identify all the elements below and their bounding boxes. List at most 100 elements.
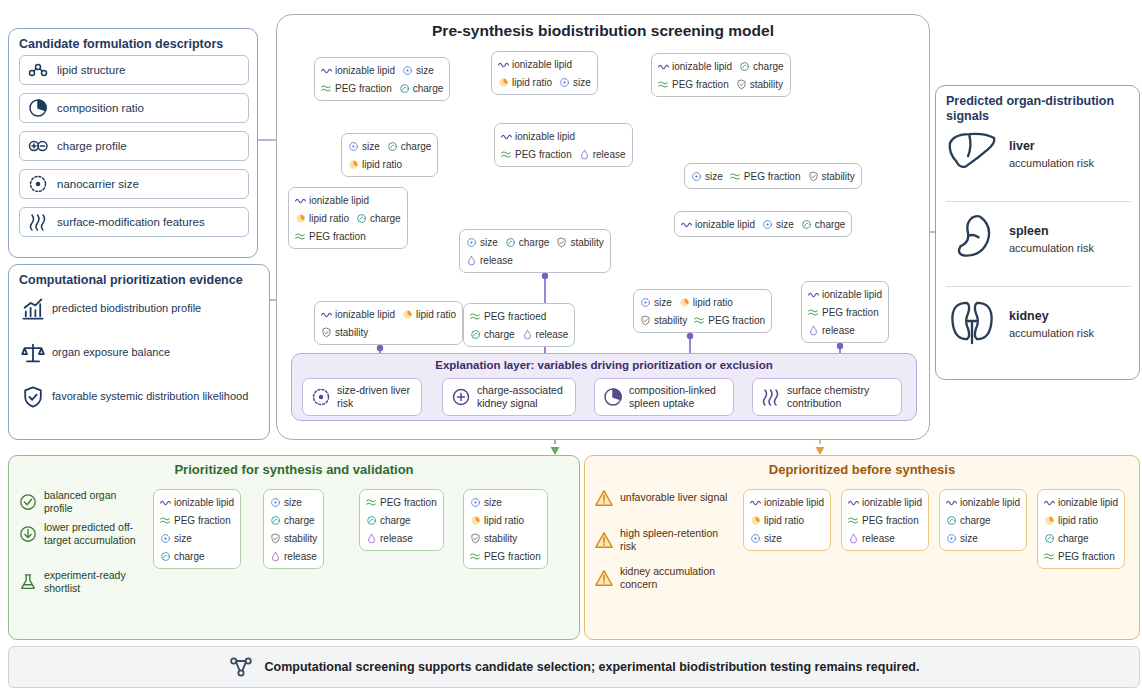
icon [640,297,651,308]
chip-label: lipid ratio [1058,515,1098,526]
icon [739,61,750,72]
icon-graphic [160,515,171,526]
icon-graphic [229,655,253,679]
feature-chip: charge [356,213,401,224]
connector [687,333,693,353]
icon-graphic [946,125,998,177]
label-text: unfavorable liver signal [620,491,727,504]
chip-row: PEG fraction [470,548,541,564]
chip-row: ionizable lipidlipid ratio [321,306,456,322]
chip-label: charge [370,213,401,224]
icon-graphic [946,533,957,544]
connector-line [258,139,276,141]
icon [595,489,613,507]
chip-label: size [484,497,502,508]
chip-row: ionizable lipid [501,128,626,144]
connector [377,345,383,353]
icon [160,551,171,562]
chip-label: release [862,533,895,544]
chip-label: charge [380,515,411,526]
feature-chip: size [470,497,502,508]
chip-row: charge [366,512,437,528]
feature-chip: ionizable lipid [295,195,369,206]
item-text: Computational screening supports candida… [265,660,920,674]
warning: unfavorable liver signal [595,489,737,507]
explanation-box: surface chemistry contribution [752,378,902,416]
feature-chip: size [946,533,978,544]
icon-graphic [348,141,359,152]
icon [761,387,781,407]
icon-graphic [498,59,509,70]
icon-graphic [295,213,306,224]
feature-chip: PEG fraction [470,551,541,562]
feature-chip: release [366,533,413,544]
icon-graphic [501,149,512,160]
icon [1044,551,1055,562]
icon [946,533,957,544]
chip-label: lipid ratio [693,297,733,308]
icon-graphic [848,533,859,544]
icon-graphic [19,573,37,591]
icon-graphic [470,329,481,340]
icon-graphic [470,551,481,562]
feature-chip: lipid ratio [679,297,733,308]
chip-label: ionizable lipid [695,219,755,230]
chip-row: ionizable lipid [1044,494,1118,510]
icon-graphic [501,131,512,142]
icon-graphic [366,497,377,508]
chip-row: lipid ratio [348,156,431,172]
warning: kidney accumulation concern [595,565,737,591]
icon [366,515,377,526]
deprioritized-panel: Deprioritized before synthesisionizable … [584,455,1140,640]
icon-graphic [559,77,570,88]
chip-row: ionizable lipid [498,56,591,72]
icon [466,255,477,266]
icon-graphic [366,533,377,544]
chip-label: size [480,237,498,248]
icon [366,497,377,508]
icon [470,551,481,562]
feature-chip: charge [946,515,991,526]
feature-chip: lipid ratio [750,515,804,526]
feature-cluster: sizechargelipid ratio [341,133,438,177]
organ-name: kidney [1009,309,1134,325]
icon [402,309,413,320]
divider-line [946,286,1131,287]
chip-label: size [284,497,302,508]
descriptor-item: charge profile [19,131,249,161]
feature-chip: PEG fraction [694,315,765,326]
chip-row: ionizable lipid [808,286,882,302]
feature-chip: size [160,533,192,544]
icon [946,295,998,347]
icon-graphic [387,141,398,152]
feature-chip: release [466,255,513,266]
chip-label: charge [401,141,432,152]
icon [160,515,171,526]
organ-signal-panel: Predicted organ-distribution signalslive… [935,85,1140,380]
feature-chip: release [270,551,317,562]
feature-cluster: ionizable lipidlipid ratiosize [491,51,598,95]
chip-label: release [284,551,317,562]
icon [295,231,306,242]
label-text: kidney accumulation concern [620,565,737,591]
organ-icon [946,125,998,181]
chip-row: ionizable lipidsize [321,62,443,78]
icon [270,515,281,526]
icon-graphic [658,79,669,90]
icon [522,329,533,340]
icon [691,171,702,182]
chip-label: PEG fraction [335,83,392,94]
candidate-box: ionizable lipidlipid ratiosize [743,489,831,551]
icon-graphic [470,515,481,526]
chip-row: release [466,252,604,268]
connector-dot [837,343,843,349]
label-text: accumulation risk [1009,242,1094,256]
feature-chip: size [762,219,794,230]
label-text: kidney [1009,309,1049,325]
organ-icon [946,295,998,351]
feature-chip: size [270,497,302,508]
chip-row: size [750,530,824,546]
chip-row: release [366,530,437,546]
icon [559,77,570,88]
